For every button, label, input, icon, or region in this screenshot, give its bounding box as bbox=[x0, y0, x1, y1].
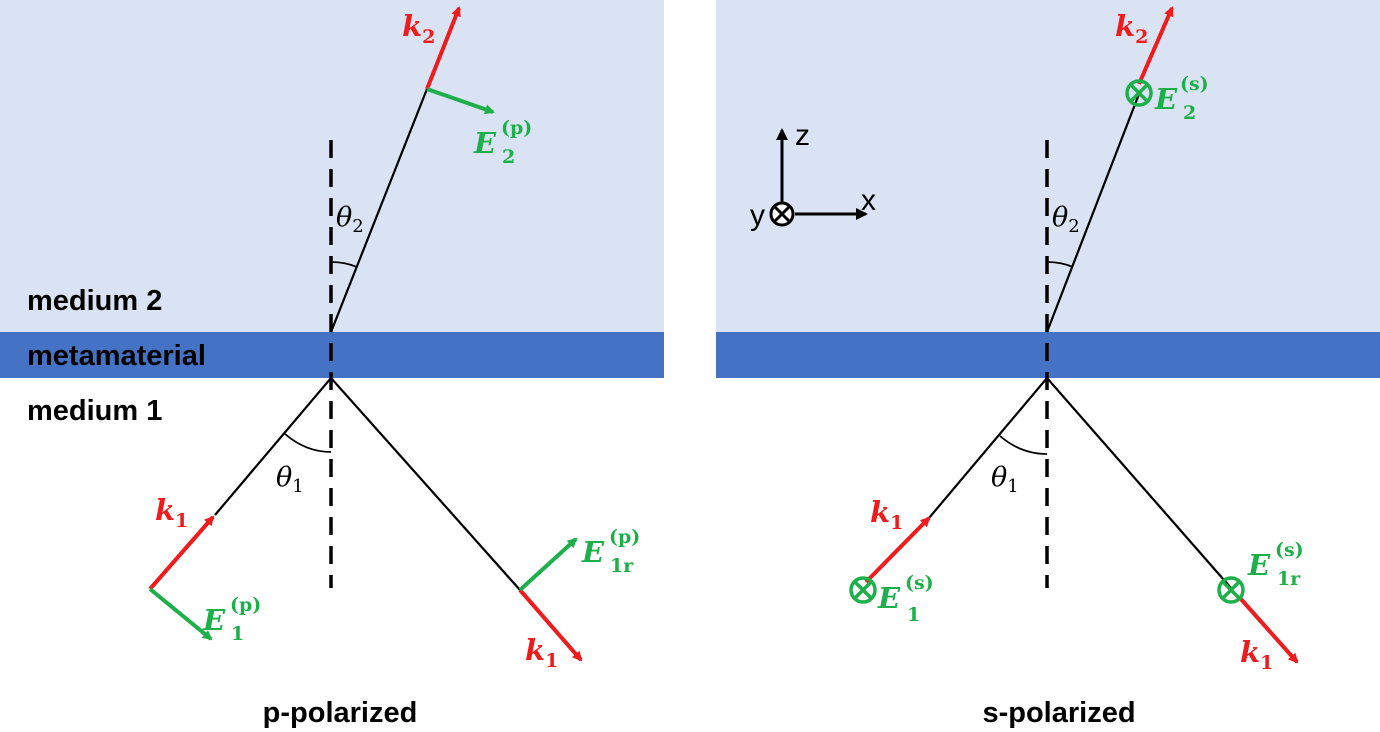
e1r-s-label: E (s) 1r bbox=[1247, 539, 1304, 590]
e2-s-label: E (s) 2 bbox=[1154, 73, 1209, 124]
svg-text:(s): (s) bbox=[1275, 539, 1304, 561]
e1-s-label: E (s) 1 bbox=[877, 572, 934, 626]
e1r-p-label: E (p) 1r bbox=[581, 526, 640, 577]
theta-1-label: θ1 bbox=[276, 462, 304, 497]
theta-2-arc bbox=[330, 261, 358, 268]
refracted-ray bbox=[1045, 93, 1141, 333]
e1-p-label: E (p) 1 bbox=[202, 594, 261, 645]
e1-s-into-page-icon bbox=[849, 576, 877, 604]
svg-text:2: 2 bbox=[502, 146, 515, 168]
medium-1-label: medium 1 bbox=[27, 395, 162, 427]
svg-text:1r: 1r bbox=[1277, 568, 1301, 590]
k2-label: k2 bbox=[1115, 9, 1148, 48]
svg-text:E: E bbox=[1154, 82, 1178, 116]
theta-1-label: θ1 bbox=[991, 462, 1019, 497]
medium-2-region bbox=[0, 0, 664, 332]
reflected-ray bbox=[330, 377, 521, 591]
k1-incident-label: k1 bbox=[155, 493, 188, 532]
theta-1-arc bbox=[284, 433, 332, 453]
theta-2-label: θ2 bbox=[336, 202, 364, 237]
k2-arrow bbox=[1137, 6, 1174, 85]
svg-text:E: E bbox=[1247, 548, 1271, 582]
z-axis-label: z bbox=[795, 119, 810, 152]
theta-1-arc bbox=[999, 435, 1048, 455]
k1-incident-arrow bbox=[148, 515, 215, 591]
e1-p-arrow bbox=[148, 587, 213, 641]
e1r-s-into-page-icon bbox=[1217, 576, 1245, 604]
y-axis-label: y bbox=[750, 199, 765, 232]
svg-text:E: E bbox=[473, 126, 497, 160]
medium-2-label: medium 2 bbox=[27, 285, 162, 317]
incident-ray bbox=[928, 377, 1048, 519]
svg-text:(p): (p) bbox=[230, 594, 261, 616]
theta-2-label: θ2 bbox=[1052, 202, 1080, 237]
metamaterial-label: metamaterial bbox=[27, 340, 206, 372]
k1-reflected-label: k1 bbox=[525, 633, 558, 672]
k1-incident-arrow bbox=[864, 516, 931, 584]
k2-label: k2 bbox=[402, 9, 435, 48]
e1r-p-arrow bbox=[518, 537, 578, 592]
svg-text:E: E bbox=[202, 603, 226, 637]
svg-text:E: E bbox=[581, 535, 605, 569]
e2-p-label: E (p) 2 bbox=[473, 117, 532, 168]
coordinate-axes: z x y bbox=[750, 119, 876, 232]
svg-text:1r: 1r bbox=[610, 555, 634, 577]
svg-text:E: E bbox=[877, 581, 901, 615]
refracted-ray bbox=[329, 88, 429, 333]
svg-text:2: 2 bbox=[1183, 102, 1196, 124]
medium-2-region bbox=[716, 0, 1380, 332]
k1-reflected-arrow bbox=[518, 588, 583, 662]
caption-s-polarized: s-polarized bbox=[982, 697, 1135, 729]
svg-text:(s): (s) bbox=[905, 572, 934, 594]
theta-2-arc bbox=[1046, 261, 1074, 268]
panel-s-polarized: z x y θ2 θ1 bbox=[716, 0, 1380, 729]
svg-text:(p): (p) bbox=[501, 117, 532, 139]
svg-text:(p): (p) bbox=[609, 526, 640, 548]
x-axis-label: x bbox=[861, 184, 876, 217]
svg-text:(s): (s) bbox=[1180, 73, 1209, 95]
k1-incident-label: k1 bbox=[870, 495, 903, 534]
caption-p-polarized: p-polarized bbox=[263, 697, 418, 729]
k2-arrow bbox=[425, 6, 461, 90]
k1-reflected-arrow bbox=[1238, 596, 1299, 664]
k1-reflected-label: k1 bbox=[1240, 635, 1273, 674]
e2-p-arrow bbox=[426, 87, 495, 115]
svg-text:1: 1 bbox=[231, 623, 244, 645]
svg-text:1: 1 bbox=[907, 604, 920, 626]
e2-s-into-page-icon bbox=[1125, 79, 1153, 107]
reflected-ray bbox=[1046, 377, 1232, 589]
incident-ray bbox=[214, 377, 332, 516]
panel-p-polarized: medium 2 metamaterial medium 1 θ2 θ1 k2 … bbox=[0, 0, 664, 729]
